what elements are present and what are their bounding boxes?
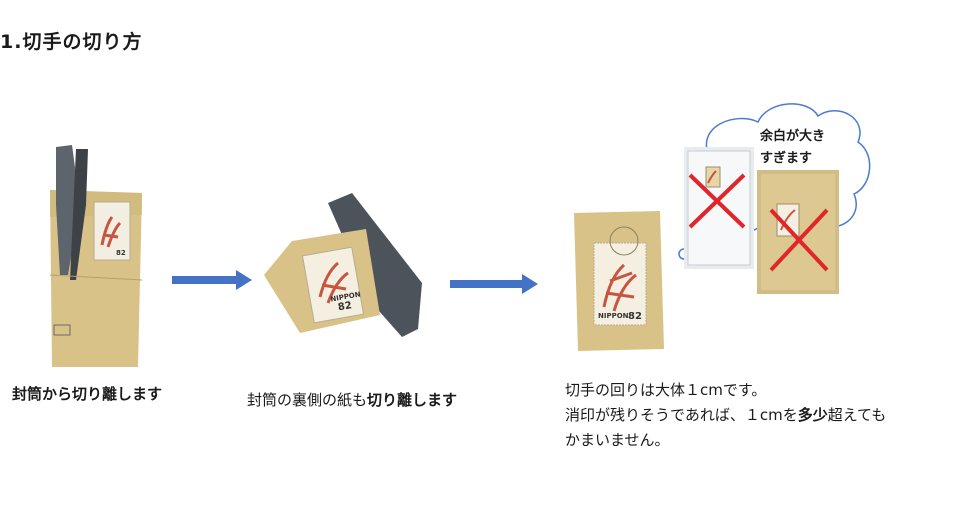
photo-cut-from-envelope: 82	[49, 145, 143, 367]
step3-line-1: 切手の回りは大体１cmです。	[565, 381, 767, 399]
step3-line-3: かまいません。	[565, 431, 670, 449]
photo-cut-backing-paper: NIPPON 82	[264, 193, 422, 337]
bad-example-wide-margin-photo	[757, 170, 839, 294]
cloud-line-2: すぎます	[760, 151, 813, 166]
step3-caption: 切手の回りは大体１cmです。 消印が残りそうであれば、１cmを多少超えても かま…	[565, 378, 886, 453]
step2-caption: 封筒の裏側の紙も切り離します	[247, 391, 458, 409]
photo-trimmed-stamp: NIPPON 82	[574, 211, 664, 351]
cloud-message: 余白が大き すぎます	[760, 126, 845, 170]
cloud-line-1: 余白が大き	[760, 129, 826, 144]
step1-caption: 封筒から切り離します	[12, 385, 163, 403]
arrow-right-icon	[172, 270, 252, 290]
arrow-right-icon	[450, 274, 538, 294]
page-title: 1.切手の切り方	[0, 31, 143, 53]
bad-example-envelope-photo	[684, 147, 754, 269]
svg-text:82: 82	[337, 300, 353, 313]
svg-text:NIPPON: NIPPON	[598, 312, 629, 320]
step3-line-2: 消印が残りそうであれば、１cmを多少超えても	[565, 406, 887, 424]
svg-text:82: 82	[628, 311, 642, 322]
svg-text:82: 82	[116, 249, 126, 257]
